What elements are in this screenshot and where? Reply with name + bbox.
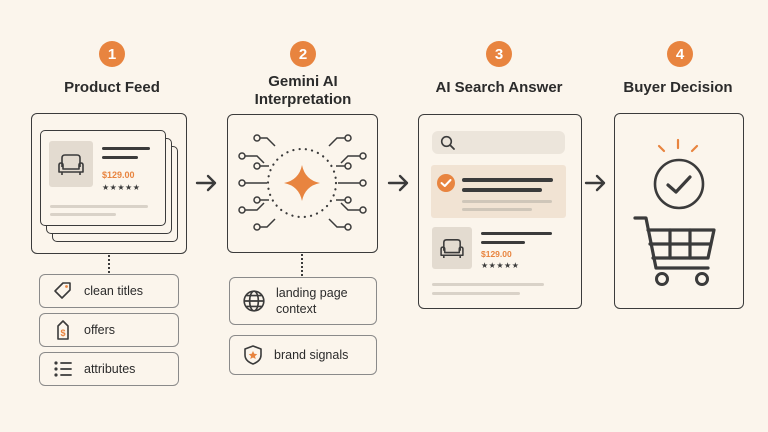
- brand-signals-pill: brand signals: [229, 335, 377, 375]
- answer-desc-line-1: [462, 200, 552, 203]
- step-1-title: Product Feed: [64, 79, 160, 96]
- landing-page-context-label: landing page context: [276, 286, 348, 316]
- answer-title-line-1: [462, 178, 553, 182]
- answer-product-thumbnail: [432, 227, 472, 269]
- step-4-title: Buyer Decision: [623, 79, 733, 96]
- arrow-3-icon: [584, 174, 606, 192]
- feed-subtitle-line: [102, 156, 138, 159]
- feed-title-line: [102, 147, 150, 150]
- answer-footer-line-1: [432, 283, 544, 286]
- answer-product-subtitle-line: [481, 241, 525, 244]
- landing-page-context-pill: landing page context: [229, 277, 377, 325]
- armchair-icon: [440, 239, 464, 258]
- answer-footer-line-2: [432, 292, 520, 295]
- feed-rating-stars: ★★★★★: [102, 183, 141, 192]
- clean-titles-pill: clean titles: [39, 274, 179, 308]
- answer-desc-line-2: [462, 208, 532, 211]
- search-icon: [440, 135, 455, 150]
- feed-connector: [108, 255, 110, 273]
- check-circle-icon: [653, 158, 705, 210]
- tag-icon: [54, 282, 71, 299]
- armchair-icon: [58, 154, 84, 175]
- offers-label: offers: [84, 323, 116, 337]
- brand-signals-label: brand signals: [274, 348, 349, 362]
- feed-price: $129.00: [102, 170, 135, 180]
- ai-network-icon: [238, 134, 367, 231]
- search-bar[interactable]: [432, 131, 565, 154]
- attributes-label: attributes: [84, 362, 136, 376]
- answer-title-line-2: [462, 188, 542, 192]
- globe-icon: [243, 290, 265, 312]
- feed-desc-line-1: [50, 205, 148, 208]
- step-3-badge: 3: [486, 41, 512, 67]
- gemini-connector: [301, 254, 303, 276]
- step-2-badge: 2: [290, 41, 316, 67]
- feed-desc-line-2: [50, 213, 116, 216]
- check-circle-icon: [437, 174, 455, 192]
- answer-rating-stars: ★★★★★: [481, 261, 520, 270]
- step-1-badge: 1: [99, 41, 125, 67]
- shopping-cart-icon: [633, 216, 716, 286]
- shield-star-icon: [244, 345, 262, 365]
- product-thumbnail: [49, 141, 93, 187]
- answer-price: $129.00: [481, 249, 512, 259]
- attributes-pill: attributes: [39, 352, 179, 386]
- step-2-title: Gemini AI Interpretation: [254, 73, 352, 108]
- arrow-2-icon: [387, 174, 409, 192]
- step-4-badge: 4: [667, 41, 693, 67]
- offers-pill: $ offers: [39, 313, 179, 347]
- step-3-title: AI Search Answer: [435, 79, 563, 96]
- svg-text:$: $: [60, 328, 65, 338]
- decision-sparks-icon: [657, 138, 699, 153]
- clean-titles-label: clean titles: [84, 284, 144, 298]
- list-icon: [54, 361, 72, 377]
- arrow-1-icon: [195, 174, 217, 192]
- price-tag-icon: $: [57, 320, 69, 340]
- answer-product-title-line: [481, 232, 552, 235]
